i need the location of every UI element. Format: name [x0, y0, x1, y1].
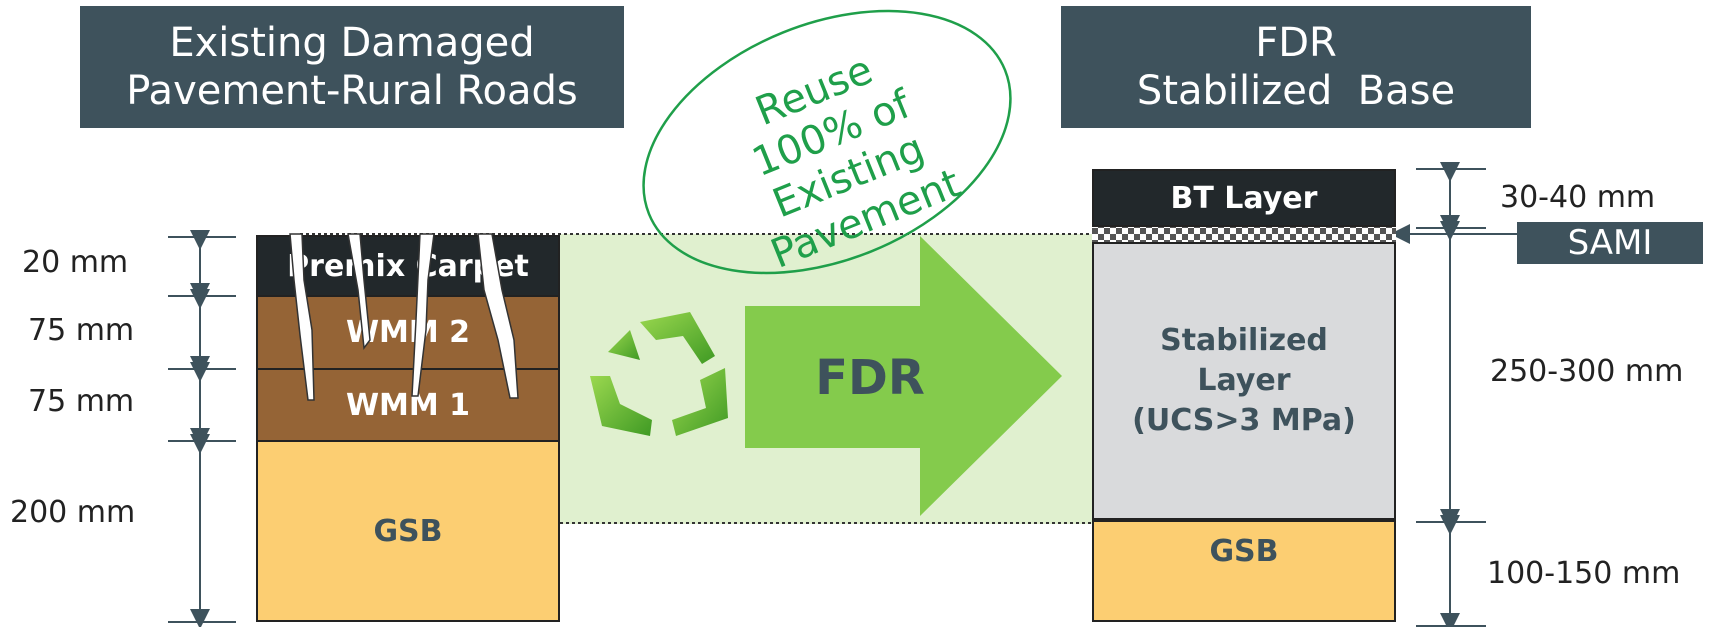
existing-title-line2: Pavement-Rural Roads [126, 68, 578, 114]
new-gsb-thickness-label: 100-150 mm [1487, 556, 1681, 591]
new-dimension-lines [1390, 162, 1517, 627]
bt-thickness-label: 30-40 mm [1500, 180, 1656, 215]
stabilized-label-line1: Stabilized [1160, 323, 1328, 358]
wmm1-label: WMM 1 [345, 387, 471, 423]
fdr-title-line1: FDR [1255, 20, 1337, 66]
stabilized-label-line2: Layer [1197, 363, 1291, 398]
sami-layer [1092, 226, 1396, 242]
stabilized-label-line3: (UCS>3 MPa) [1132, 403, 1356, 438]
premix-carpet-layer: Premix Carpet [256, 235, 560, 297]
existing-gsb-layer: GSB [256, 440, 560, 622]
fdr-arrow [745, 236, 1062, 516]
recycle-icon [590, 312, 728, 436]
wmm1-thickness-label: 75 mm [28, 384, 135, 419]
new-gsb-label: GSB [1209, 534, 1279, 569]
premix-thickness-label: 20 mm [22, 245, 129, 280]
wmm1-layer: WMM 1 [256, 368, 560, 442]
sami-label-box: SAMI [1517, 222, 1703, 264]
stabilized-thickness-label: 250-300 mm [1490, 354, 1684, 389]
existing-title-line1: Existing Damaged [169, 20, 535, 66]
new-gsb-layer: GSB [1092, 520, 1396, 622]
premix-carpet-label: Premix Carpet [287, 248, 529, 284]
fdr-title-line2: Stabilized Base [1136, 68, 1456, 114]
existing-pavement-title: Existing Damaged Pavement-Rural Roads [80, 6, 624, 128]
fdr-base-title: FDR Stabilized Base [1061, 6, 1531, 128]
bt-layer: BT Layer [1092, 169, 1396, 227]
fdr-arrow-label: FDR [815, 350, 925, 406]
wmm2-label: WMM 2 [345, 315, 471, 350]
existing-gsb-thickness-label: 200 mm [10, 495, 136, 530]
sami-label: SAMI [1567, 223, 1653, 263]
stabilized-layer: Stabilized Layer (UCS>3 MPa) [1092, 242, 1396, 520]
wmm2-thickness-label: 75 mm [28, 313, 135, 348]
existing-gsb-label: GSB [373, 513, 443, 549]
wmm2-layer: WMM 2 [256, 295, 560, 370]
bt-layer-label: BT Layer [1170, 180, 1318, 216]
existing-dimension-lines [168, 230, 236, 627]
reuse-callout-ellipse [642, 9, 1012, 275]
